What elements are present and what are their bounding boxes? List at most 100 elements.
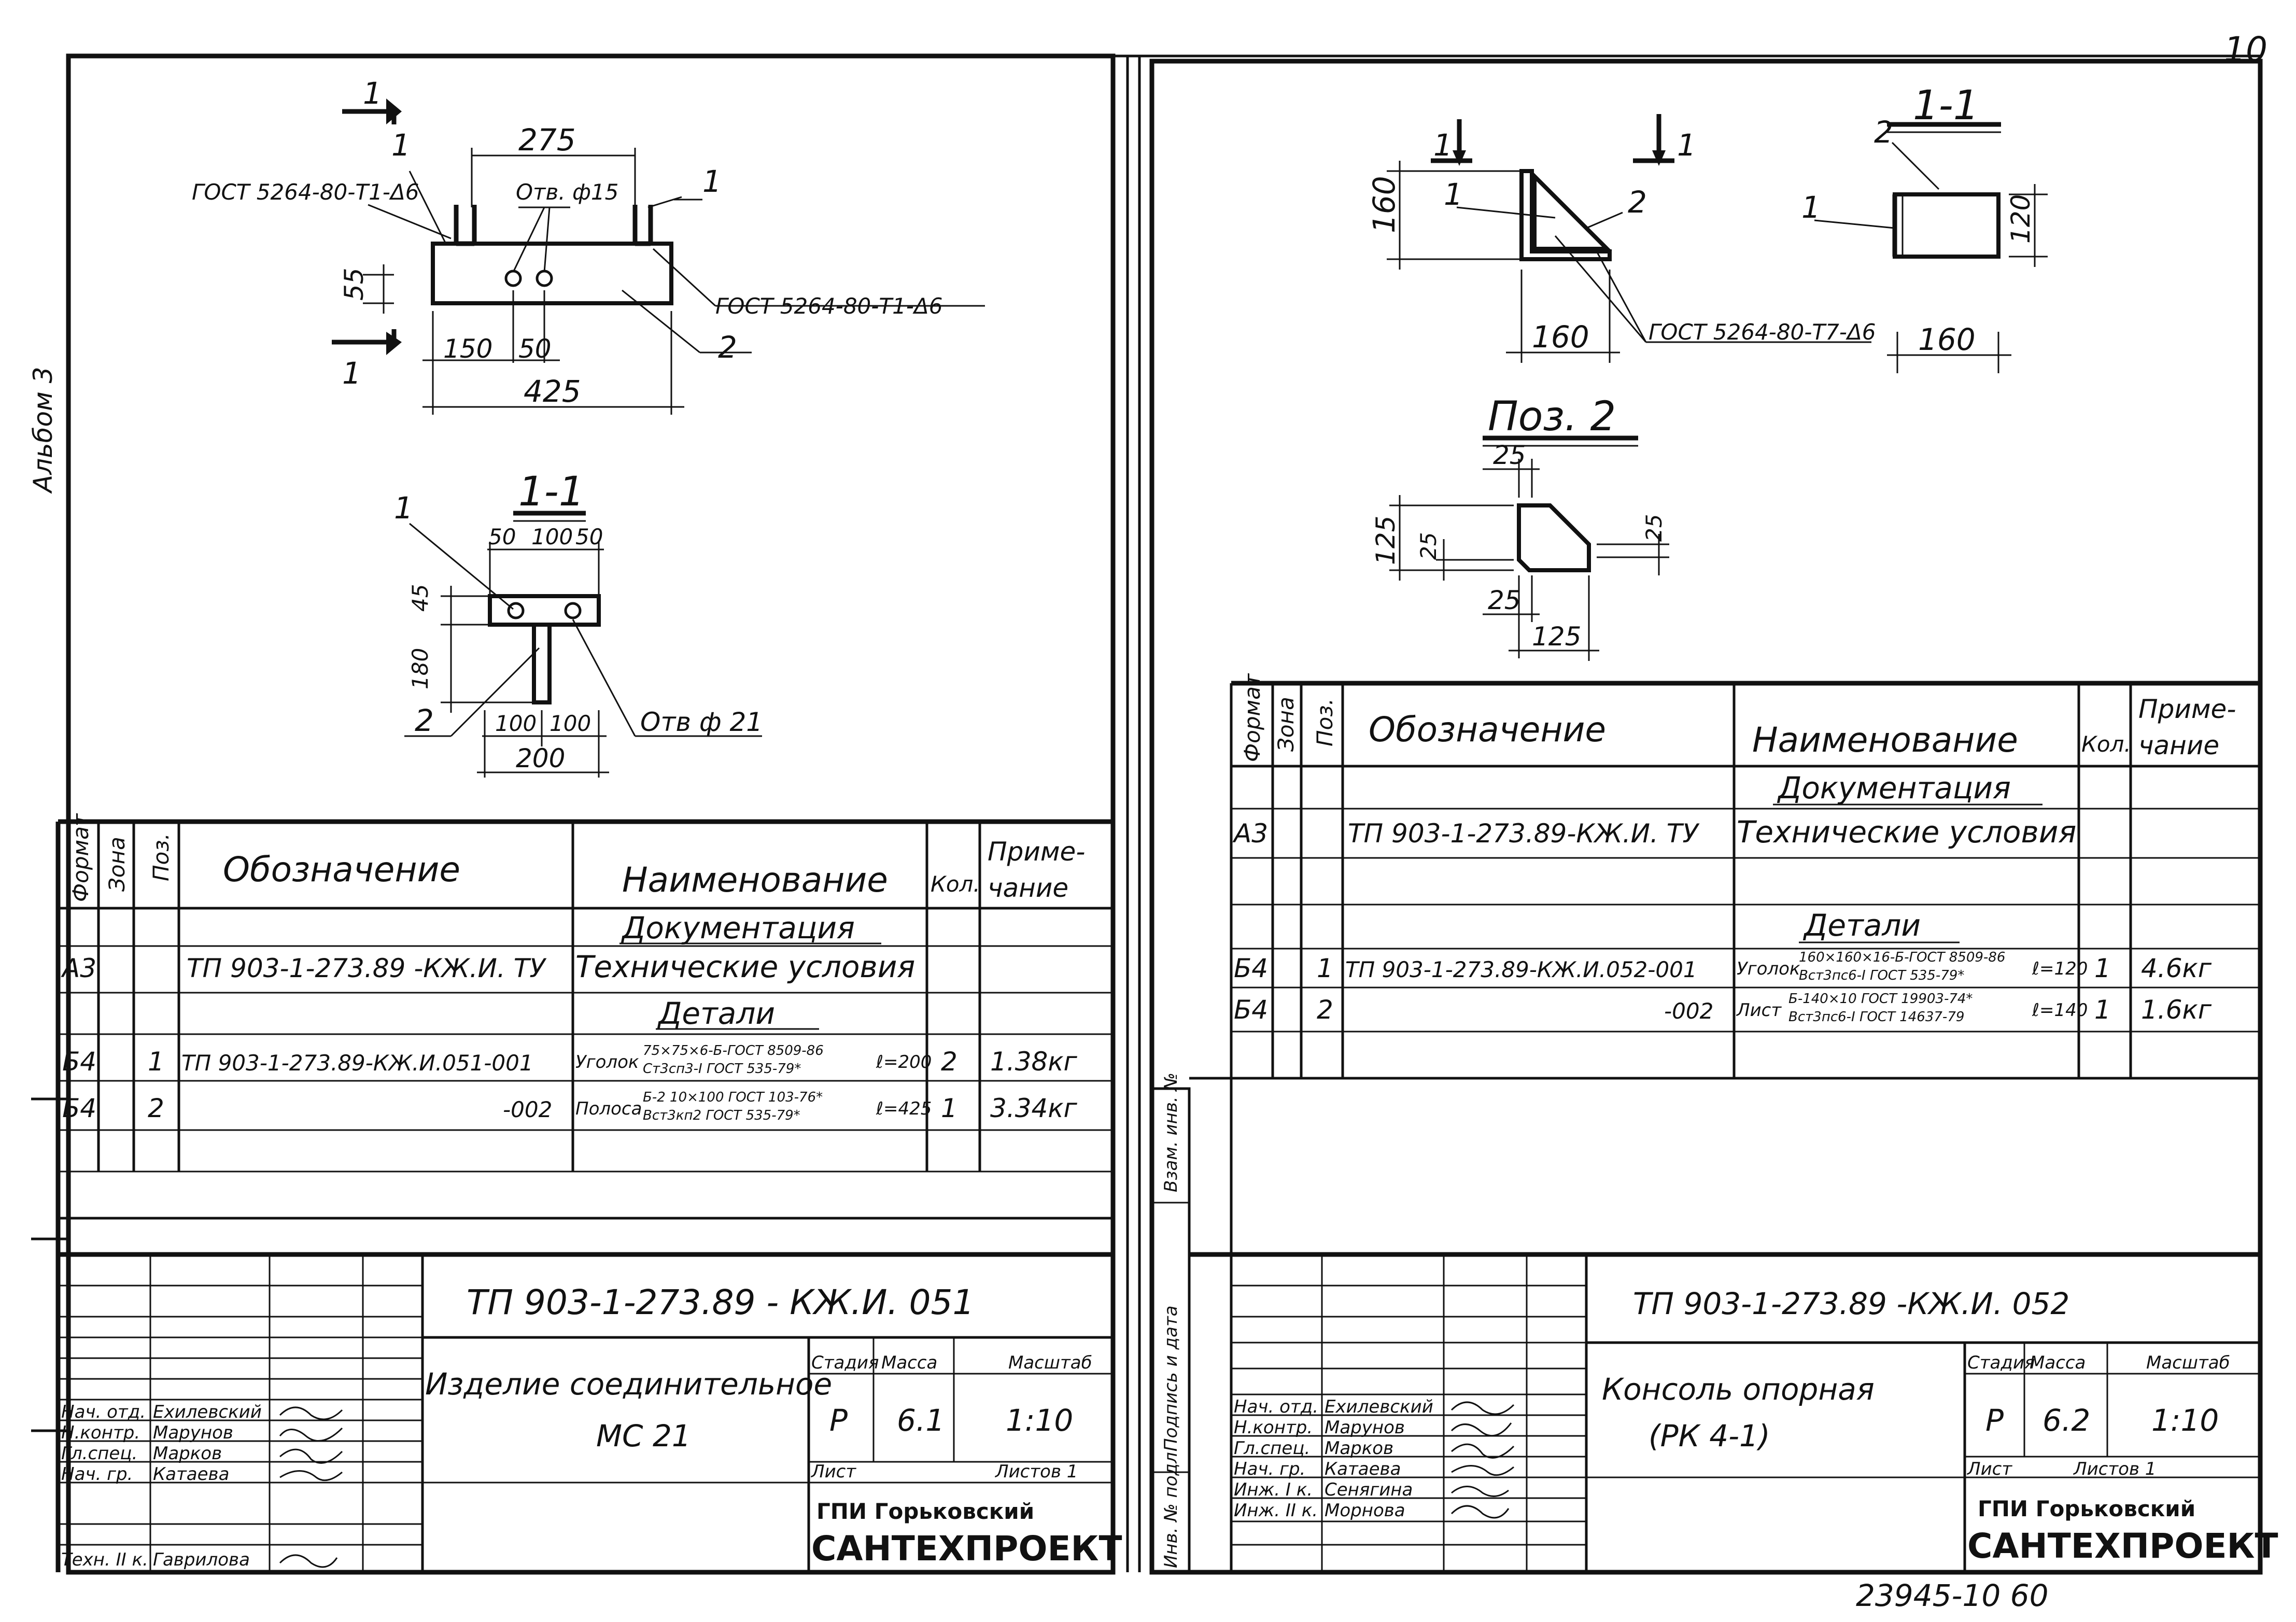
left-signer-name-1: Ехилевский xyxy=(153,1402,262,1422)
left-signer-name-2: Марунов xyxy=(153,1422,233,1443)
right-tb-scale-label: Масштаб xyxy=(2146,1352,2230,1373)
right-signer-role-1: Нач. отд. xyxy=(1234,1397,1318,1417)
right-r2-name-bottom: Вст3пс6-I ГОСТ 14637-79 xyxy=(1788,1009,1964,1025)
right-signer-name-2: Марунов xyxy=(1325,1417,1405,1438)
side-stamp-sign: Подпись и дата xyxy=(1161,1305,1181,1451)
right-signer-role-6: Инж. II к. xyxy=(1234,1500,1318,1521)
right-s-dim-160: 160 xyxy=(1918,322,1976,357)
left-doc-section: Документация xyxy=(621,910,855,946)
left-r1-name-bottom: Ст3сп3-I ГОСТ 535-79* xyxy=(643,1061,801,1077)
left-th-format: Формат xyxy=(68,813,93,902)
left-th-note-2: чание xyxy=(988,873,1068,903)
left-section-angle xyxy=(532,623,552,704)
left-s-dim-45: 45 xyxy=(407,584,433,612)
left-signer-role-6: Техн. II к. xyxy=(61,1549,148,1570)
left-r1-qty: 2 xyxy=(941,1047,957,1077)
left-gost-1: ГОСТ 5264-80-Т1-Δ6 xyxy=(192,179,419,205)
right-details-section: Детали xyxy=(1802,908,1921,943)
left-s-pos2: 2 xyxy=(415,703,434,738)
left-dim-425: 425 xyxy=(524,374,581,409)
right-tb-mass-label: Масса xyxy=(2030,1352,2086,1373)
right-p-dim-125v: 125 xyxy=(1371,516,1401,565)
right-p-dim-25a: 25 xyxy=(1493,440,1526,470)
left-section-plate xyxy=(488,594,601,627)
left-section-mark-top: 1 xyxy=(363,76,382,111)
left-angle-pos1-a xyxy=(454,205,477,246)
right-r2-qty: 1 xyxy=(2094,995,2111,1025)
right-th-format: Формат xyxy=(1239,673,1265,762)
right-tb-org-1: ГПИ Горьковский xyxy=(1978,1496,2195,1521)
left-th-name: Наименование xyxy=(622,860,888,900)
left-th-zone: Зона xyxy=(104,837,130,892)
right-sec-mark-b: 1 xyxy=(1677,128,1696,163)
left-signer-role-4: Нач. гр. xyxy=(61,1464,133,1485)
left-s-pos1: 1 xyxy=(394,490,413,526)
right-doc-name: Технические условия xyxy=(1737,814,2076,850)
left-signer-name-6: Гаврилова xyxy=(153,1549,250,1570)
side-stamp-inv: Инв. № подл. xyxy=(1161,1446,1181,1568)
right-r2-name: Лист xyxy=(1736,1000,1782,1021)
left-dim-150: 150 xyxy=(443,334,492,364)
right-gusset-plate xyxy=(1517,503,1591,572)
side-stamp-replace: Взам. инв. № xyxy=(1161,1073,1181,1192)
right-th-name: Наименование xyxy=(1752,720,2018,760)
left-s-hole: Отв ф 21 xyxy=(640,707,763,737)
right-signatures xyxy=(1450,1401,1515,1519)
left-s-dim-100: 100 xyxy=(531,524,573,549)
left-tb-sheets-label: Листов 1 xyxy=(994,1461,1078,1482)
left-r2-format: Б4 xyxy=(62,1093,96,1123)
right-p-dim-25c: 25 xyxy=(1641,514,1667,542)
right-r2-length: ℓ=140 xyxy=(2032,1000,2088,1021)
right-tb-code: ТП 903-1-273.89 -КЖ.И. 052 xyxy=(1633,1286,2069,1321)
left-s-dim-50b: 50 xyxy=(575,524,603,549)
left-spec-table: Формат Зона Поз. Обозначение Наименовани… xyxy=(55,813,1113,1572)
right-tb-org-2: САНТЕХПРОЕКТ xyxy=(1967,1526,2278,1566)
right-p-dim-25d: 25 xyxy=(1488,585,1521,615)
left-r2-name-bottom: Вст3кп2 ГОСТ 535-79* xyxy=(643,1108,800,1123)
left-signer-role-3: Гл.спец. xyxy=(61,1443,137,1464)
right-r1-format: Б4 xyxy=(1234,953,1268,983)
right-r1-length: ℓ=120 xyxy=(2032,958,2088,979)
right-poz-title: Поз. 2 xyxy=(1488,393,1616,440)
left-tb-name-1: Изделие соединительное xyxy=(425,1366,832,1402)
left-signer-role-2: Н.контр. xyxy=(61,1422,140,1443)
right-tb-stage: Р xyxy=(1985,1403,2004,1438)
left-r1-length: ℓ=200 xyxy=(876,1052,932,1073)
right-drawing: 1 1 1 2 160 160 ГОСТ 5264-80-Т7-Δ6 1-1 1… xyxy=(1367,82,2048,661)
right-section-leg xyxy=(1893,192,2001,259)
right-signer-name-1: Ехилевский xyxy=(1325,1397,1433,1417)
left-signer-role-1: Нач. отд. xyxy=(61,1402,146,1422)
left-s-dim-100b: 100 xyxy=(550,711,591,736)
left-drawing: 1 1 275 1 1 ГОСТ 5264-80-Т1-Δ6 ГОСТ 5264… xyxy=(192,76,985,778)
left-s-dim-180: 180 xyxy=(407,648,433,689)
right-s-dim-120: 120 xyxy=(2006,194,2036,244)
left-r1-format: Б4 xyxy=(62,1047,96,1077)
left-s-dim-50a: 50 xyxy=(488,524,516,549)
left-hole-label: Отв. ф15 xyxy=(516,179,618,205)
left-signatures xyxy=(279,1406,343,1568)
left-th-designation: Обозначение xyxy=(223,850,460,890)
left-tb-org-2: САНТЕХПРОЕКТ xyxy=(811,1529,1122,1569)
right-signer-name-5: Сенягина xyxy=(1325,1479,1413,1500)
right-r2-note: 1.6кг xyxy=(2141,995,2212,1025)
right-th-note-2: чание xyxy=(2138,730,2219,760)
right-signer-role-3: Гл.спец. xyxy=(1234,1438,1310,1459)
right-signer-name-3: Марков xyxy=(1325,1438,1393,1459)
left-tb-sheet-label: Лист xyxy=(810,1461,856,1482)
left-doc-designation: ТП 903-1-273.89 -КЖ.И. ТУ xyxy=(187,953,547,983)
right-r2-name-top: Б-140×10 ГОСТ 19903-74* xyxy=(1788,991,1973,1007)
left-r2-designation: -002 xyxy=(503,1097,552,1122)
right-th-zone: Зона xyxy=(1273,697,1299,752)
left-dim-50: 50 xyxy=(518,334,552,364)
binding-margin-text: Альбом 3 xyxy=(28,367,58,494)
left-r1-name: Уголок xyxy=(575,1052,639,1073)
right-tb-stage-label: Стадия xyxy=(1967,1352,2035,1373)
left-r1-name-top: 75×75×6-Б-ГОСТ 8509-86 xyxy=(643,1043,824,1059)
left-signer-name-4: Катаева xyxy=(153,1464,229,1485)
left-th-qty: Кол. xyxy=(931,871,980,897)
right-gusset-pos2 xyxy=(1532,171,1612,251)
right-title-block: ТП 903-1-273.89 -КЖ.И. 052 Консоль опорн… xyxy=(1230,1078,2278,1572)
left-section-title: 1-1 xyxy=(518,469,584,515)
left-r1-designation: ТП 903-1-273.89-КЖ.И.051-001 xyxy=(181,1050,533,1076)
